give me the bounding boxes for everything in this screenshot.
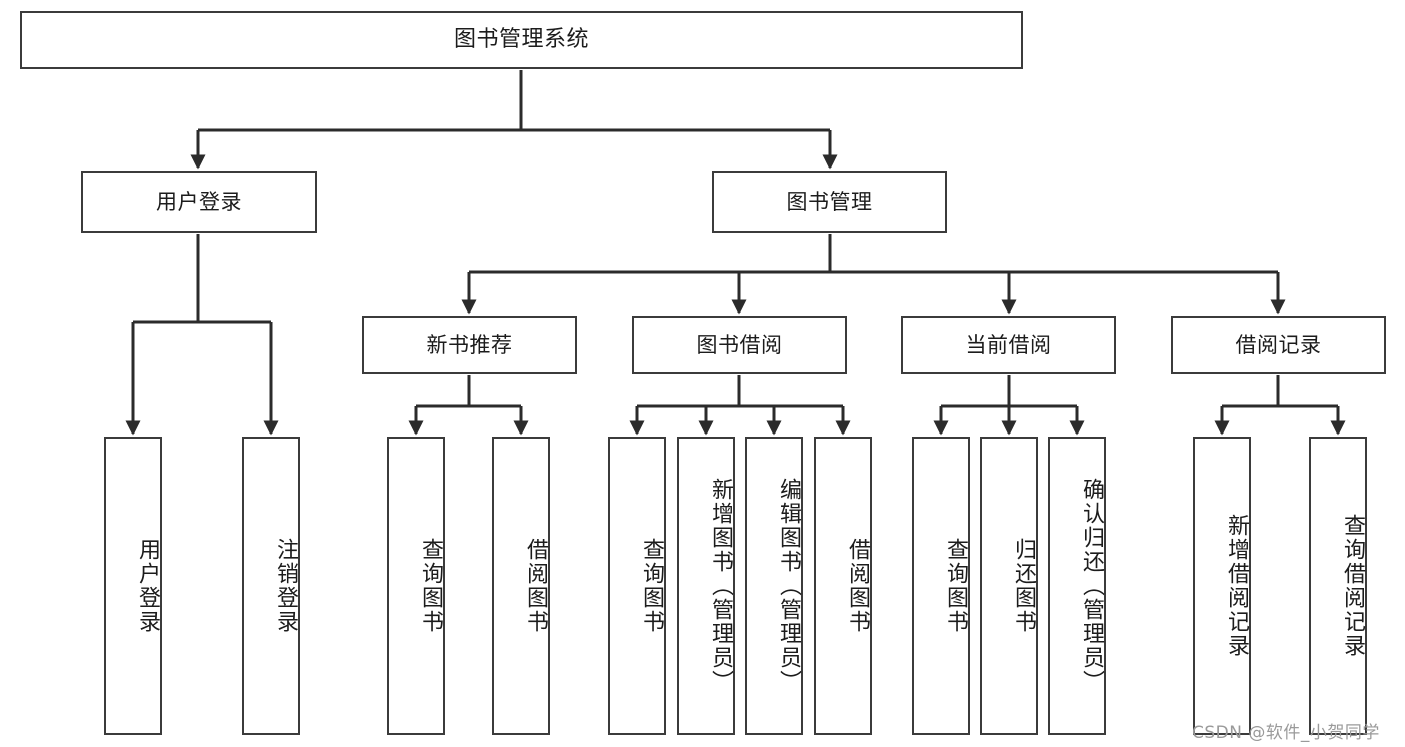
node-group-borrow-records[interactable]: 借阅记录 (1171, 316, 1386, 374)
node-branch-book-management[interactable]: 图书管理 (712, 171, 947, 233)
node-branch-user-login-label: 用户登录 (156, 189, 242, 214)
node-leaf-label: 编辑图书（管理员） (776, 478, 801, 694)
node-group-new-book-recommend[interactable]: 新书推荐 (362, 316, 577, 374)
node-group-current-borrow[interactable]: 当前借阅 (901, 316, 1116, 374)
node-root-label: 图书管理系统 (453, 27, 589, 53)
node-group-borrow-records-label: 借阅记录 (1235, 332, 1322, 357)
node-leaf-label: 新增借阅记录 (1224, 514, 1249, 658)
node-leaf-label: 归还图书 (1011, 538, 1036, 634)
node-leaf-label: 查询图书 (943, 538, 968, 634)
node-leaf-current-borrow-return[interactable]: 归还图书 (980, 437, 1038, 735)
node-leaf-current-borrow-confirm-return[interactable]: 确认归还（管理员） (1048, 437, 1106, 735)
node-leaf-label: 用户登录 (135, 538, 160, 634)
node-leaf-book-borrow-query[interactable]: 查询图书 (608, 437, 666, 735)
node-root-book-management-system[interactable]: 图书管理系统 (20, 11, 1023, 69)
node-leaf-label: 查询图书 (418, 538, 443, 634)
node-leaf-label: 查询借阅记录 (1340, 514, 1365, 658)
node-leaf-new-book-borrow[interactable]: 借阅图书 (492, 437, 550, 735)
node-leaf-label: 确认归还（管理员） (1079, 478, 1104, 694)
node-leaf-new-book-query[interactable]: 查询图书 (387, 437, 445, 735)
node-leaf-borrow-records-query[interactable]: 查询借阅记录 (1309, 437, 1367, 735)
csdn-watermark: CSDN @软件_小贺同学 (1192, 723, 1380, 743)
node-group-book-borrow-label: 图书借阅 (696, 332, 783, 357)
node-group-book-borrow[interactable]: 图书借阅 (632, 316, 847, 374)
node-leaf-book-borrow-edit[interactable]: 编辑图书（管理员） (745, 437, 803, 735)
node-leaf-label: 查询图书 (639, 538, 664, 634)
node-group-new-book-recommend-label: 新书推荐 (426, 332, 513, 357)
node-group-current-borrow-label: 当前借阅 (965, 332, 1052, 357)
node-leaf-borrow-records-add[interactable]: 新增借阅记录 (1193, 437, 1251, 735)
node-branch-user-login[interactable]: 用户登录 (81, 171, 317, 233)
node-leaf-label: 借阅图书 (845, 538, 870, 634)
node-leaf-label: 新增图书（管理员） (708, 478, 733, 694)
node-branch-book-management-label: 图书管理 (786, 189, 873, 214)
node-leaf-book-borrow-borrow[interactable]: 借阅图书 (814, 437, 872, 735)
node-leaf-label: 注销登录 (273, 538, 298, 634)
node-leaf-user-login-login[interactable]: 用户登录 (104, 437, 162, 735)
node-leaf-user-login-logout[interactable]: 注销登录 (242, 437, 300, 735)
node-leaf-book-borrow-add[interactable]: 新增图书（管理员） (677, 437, 735, 735)
node-leaf-label: 借阅图书 (523, 538, 548, 634)
node-leaf-current-borrow-query[interactable]: 查询图书 (912, 437, 970, 735)
